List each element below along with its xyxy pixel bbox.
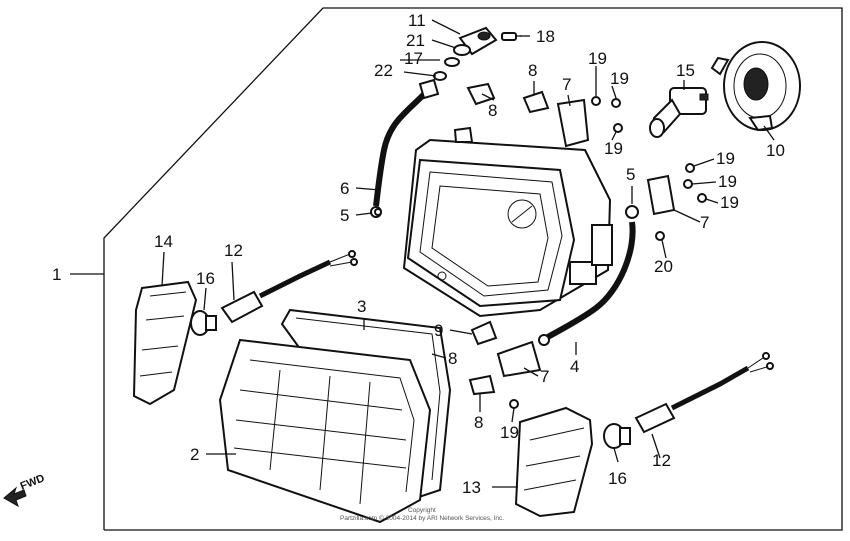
turn-socket-12-left[interactable] [220, 250, 358, 324]
copyright-line-1: Copyright [408, 507, 436, 514]
callout-9: 9 [434, 321, 443, 340]
callout-16-right: 16 [608, 469, 627, 488]
wire-harness-4[interactable] [538, 205, 639, 346]
callout-3: 3 [357, 297, 366, 316]
callout-19-a: 19 [588, 49, 607, 68]
callout-8-top-right: 8 [528, 61, 537, 80]
callout-12-right: 12 [652, 451, 671, 470]
callout-11: 11 [408, 11, 426, 30]
forward-direction-indicator: FWD [3, 472, 47, 508]
turn-signal-lens-13[interactable] [514, 406, 594, 518]
callout-5-left: 5 [340, 206, 349, 225]
callout-22: 22 [374, 61, 393, 80]
callout-18: 18 [536, 27, 555, 46]
callout-8-bottom: 8 [474, 413, 483, 432]
callout-1: 1 [52, 265, 61, 284]
grommet-parts[interactable] [433, 44, 471, 81]
callout-19-f: 19 [720, 193, 739, 212]
callout-7-right: 7 [700, 213, 709, 232]
rear-cover-part[interactable] [710, 41, 801, 132]
screw-19-parts[interactable] [374, 96, 707, 409]
headlight-lens-part[interactable] [218, 338, 432, 524]
turn-bulb-16-left[interactable] [190, 310, 217, 336]
copyright-line-2: Partzilla.com © 2004-2014 by ARI Network… [340, 514, 504, 522]
callout-8-top-left: 8 [488, 101, 497, 120]
turn-bulb-16-right[interactable] [603, 423, 631, 449]
screw-18-part[interactable] [501, 32, 522, 41]
turn-socket-12-right[interactable] [634, 352, 774, 434]
callout-20: 20 [654, 257, 673, 276]
callout-7-top: 7 [562, 75, 571, 94]
turn-signal-lens-14[interactable] [132, 280, 198, 406]
callout-labels: 1 2 3 4 5 5 6 7 7 7 8 8 8 8 9 10 11 12 1… [52, 11, 785, 497]
callout-19-e: 19 [718, 172, 737, 191]
callout-4: 4 [570, 357, 579, 376]
callout-5-right: 5 [626, 165, 635, 184]
callout-19-g: 19 [500, 423, 519, 442]
callout-8-mid: 8 [448, 349, 457, 368]
callout-10: 10 [766, 141, 785, 160]
callout-7-bottom: 7 [540, 367, 549, 386]
forward-arrow-icon [3, 486, 27, 508]
fwd-label: FWD [19, 472, 47, 493]
callout-12-left: 12 [224, 241, 243, 260]
bracket-parts[interactable] [414, 82, 676, 396]
halogen-bulb-part[interactable] [649, 87, 709, 138]
diagram-frame [103, 7, 843, 531]
callout-19-d: 19 [716, 149, 735, 168]
callout-6: 6 [340, 179, 349, 198]
callout-2: 2 [190, 445, 199, 464]
callout-14: 14 [154, 232, 173, 251]
leader-lines [70, 19, 775, 488]
callout-21: 21 [406, 31, 425, 50]
callout-16-left: 16 [196, 269, 215, 288]
headlight-housing[interactable] [402, 126, 613, 318]
copyright-notice: Copyright Partzilla.com © 2004-2014 by A… [340, 507, 504, 522]
callout-19-b: 19 [610, 69, 629, 88]
callout-19-c: 19 [604, 139, 623, 158]
callout-17: 17 [404, 49, 423, 68]
callout-13: 13 [462, 478, 481, 497]
callout-15: 15 [676, 61, 695, 80]
